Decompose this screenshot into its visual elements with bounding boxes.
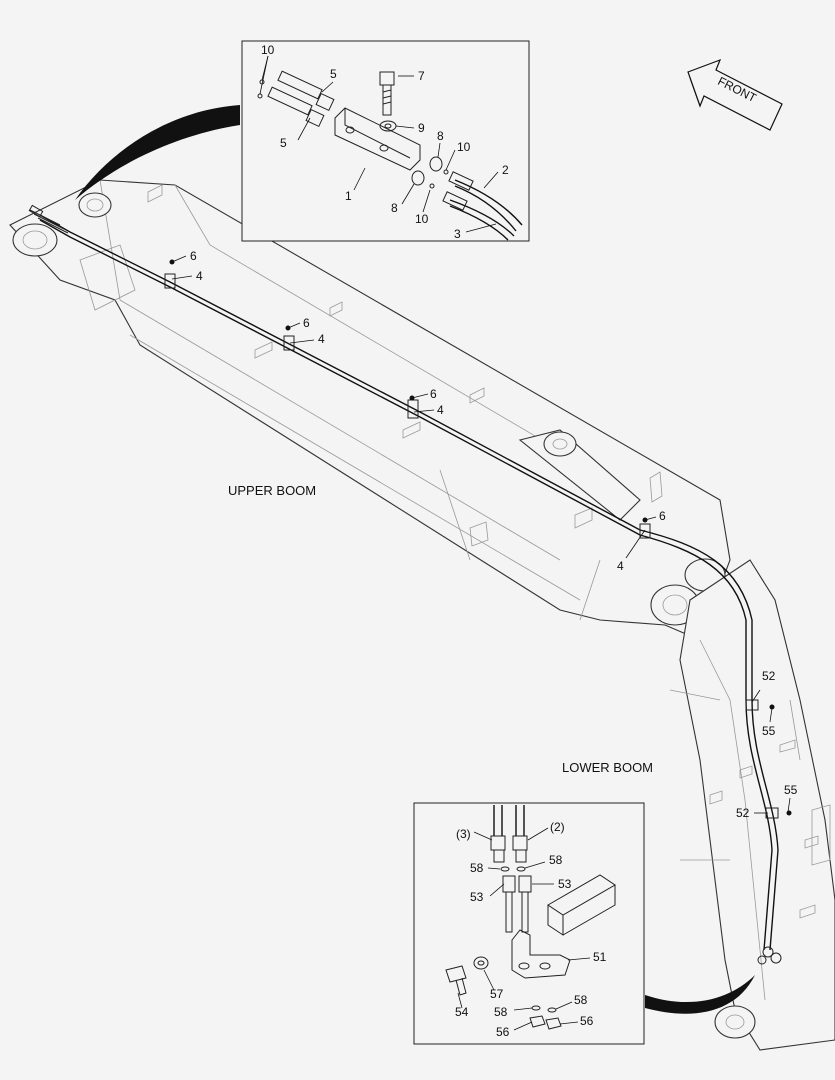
- hose-lines: [28, 204, 782, 965]
- bottom-detail-pointer: [645, 975, 755, 1014]
- callout-7: 7: [418, 69, 425, 83]
- callout-5-top-b: 5: [280, 136, 287, 150]
- callout-4a: 4: [196, 269, 203, 283]
- callout-53-a: 53: [470, 890, 484, 904]
- callout-52a: 52: [762, 669, 776, 683]
- callout-6b: 6: [303, 316, 310, 330]
- top-detail-pointer: [75, 105, 240, 200]
- hose-end-fittings-front: [28, 204, 69, 234]
- top-detail-box: 10 5 7 9 5 8 10 2 1 8 10 3: [241, 40, 530, 242]
- callout-51: 51: [593, 950, 607, 964]
- callout-58-d: 58: [574, 993, 588, 1007]
- callout-4d: 4: [617, 559, 624, 573]
- callout-10-top-c: 10: [415, 212, 429, 226]
- lower-boom-body: [669, 559, 835, 1051]
- callout-6c: 6: [430, 387, 437, 401]
- callout-3-paren: (3): [456, 827, 471, 841]
- callout-55b: 55: [784, 783, 798, 797]
- callout-58-c: 58: [494, 1005, 508, 1019]
- callout-2-top: 2: [502, 163, 509, 177]
- callout-10-top-b: 10: [457, 140, 471, 154]
- callout-54: 54: [455, 1005, 469, 1019]
- callout-4c: 4: [437, 403, 444, 417]
- bottom-detail-box: (3) (2) 58 58 53 53 51 57 54 58 58 56 56: [413, 802, 645, 1045]
- lower-boom-label: LOWER BOOM: [562, 760, 653, 775]
- callout-8-top-b: 8: [391, 201, 398, 215]
- callout-4b: 4: [318, 332, 325, 346]
- callout-6a: 6: [190, 249, 197, 263]
- front-direction-arrow: FRONT: [687, 58, 783, 131]
- callout-9: 9: [418, 121, 425, 135]
- callout-10-top-a: 10: [261, 43, 275, 57]
- hose-end-fittings-rear: [757, 946, 782, 965]
- callout-1: 1: [345, 189, 352, 203]
- callout-57: 57: [490, 987, 504, 1001]
- upper-boom-label: UPPER BOOM: [228, 483, 316, 498]
- callout-53-b: 53: [558, 877, 572, 891]
- callout-5-top-a: 5: [330, 67, 337, 81]
- callout-6d: 6: [659, 509, 666, 523]
- callout-55a: 55: [762, 724, 776, 738]
- callout-58-a: 58: [470, 861, 484, 875]
- callout-58-b: 58: [549, 853, 563, 867]
- callout-52b: 52: [736, 806, 750, 820]
- callout-56-b: 56: [580, 1014, 594, 1028]
- boom-callouts: 6 4 6 4 6 4 6 4 52 55 55 52: [169, 249, 798, 820]
- callout-2-paren: (2): [550, 820, 565, 834]
- callout-3-top: 3: [454, 227, 461, 241]
- hose-clamps: [164, 273, 779, 819]
- callout-8-top-a: 8: [437, 129, 444, 143]
- callout-56-a: 56: [496, 1025, 510, 1039]
